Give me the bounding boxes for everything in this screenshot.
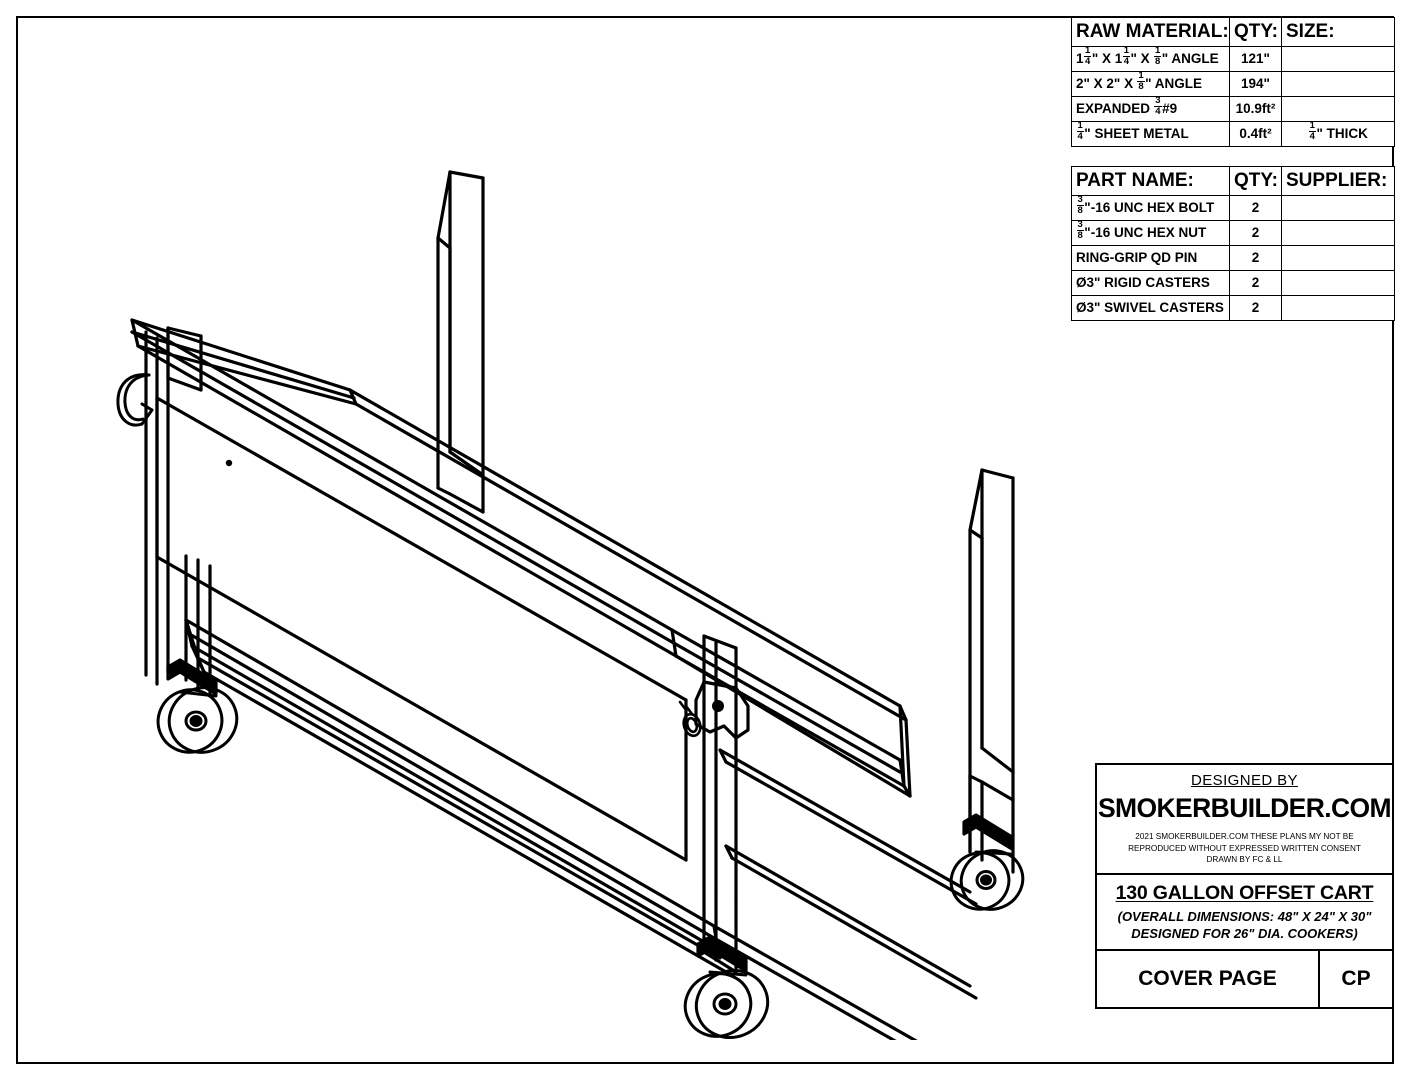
title-block: DESIGNED BY SMOKERBUILDER.COM 2021 SMOKE… [1095, 763, 1394, 1009]
col-header-qty: QTY: [1229, 17, 1282, 47]
material-qty: 10.9ft² [1229, 96, 1282, 122]
material-qty: 194" [1229, 71, 1282, 97]
material-size [1281, 71, 1395, 97]
table-header-row: RAW MATERIAL: QTY: SIZE: [1071, 17, 1395, 47]
handle-hook [116, 373, 154, 427]
col-header-size: SIZE: [1281, 17, 1395, 47]
designed-by-label: DESIGNED BY [1191, 772, 1298, 789]
left-top-tab-plate [166, 326, 203, 392]
part-qty: 2 [1229, 195, 1282, 221]
cart-drawing-svg [116, 170, 1025, 1040]
part-name: Ø3" RIGID CASTERS [1071, 270, 1230, 296]
table-header-row: PART NAME: QTY: SUPPLIER: [1071, 166, 1395, 196]
top-rail-front [130, 318, 678, 658]
col-header-part-name: PART NAME: [1071, 166, 1230, 196]
col-header-raw-material: RAW MATERIAL: [1071, 17, 1230, 47]
right-tall-upright [968, 468, 1015, 874]
table-row: Ø3" SWIVEL CASTERS 2 [1071, 295, 1395, 321]
page-name: COVER PAGE [1097, 950, 1320, 1007]
material-qty: 121" [1229, 46, 1282, 72]
cart-isometric-drawing [20, 60, 1060, 1040]
legal-notice: 2021 SMOKERBUILDER.COM THESE PLANS MY NO… [1097, 831, 1392, 873]
project-sub-line-1: (OVERALL DIMENSIONS: 48" X 24" X 30" [1117, 908, 1372, 924]
part-qty: 2 [1229, 220, 1282, 246]
caster-plate-left-rear [166, 658, 218, 696]
bottom-rail-front [184, 618, 720, 952]
brand-name: SMOKERBUILDER.COM [1097, 793, 1392, 823]
col-header-qty: QTY: [1229, 166, 1282, 196]
material-qty: 0.4ft² [1229, 121, 1282, 147]
swivel-caster-front [683, 969, 770, 1039]
material-size [1281, 46, 1395, 72]
title-block-footer-section: COVER PAGE CP [1097, 950, 1392, 1007]
project-subtitle: (OVERALL DIMENSIONS: 48" X 24" X 30" DES… [1097, 906, 1392, 949]
ring-grip-qd-pin [678, 700, 702, 738]
heat-shield-panel [155, 396, 688, 862]
table-row: Ø3" RIGID CASTERS 2 [1071, 270, 1395, 296]
part-supplier [1281, 195, 1395, 221]
title-block-project-section: 130 GALLON OFFSET CART (OVERALL DIMENSIO… [1097, 875, 1392, 951]
legal-line-2: REPRODUCED WITHOUT EXPRESSED WRITTEN CON… [1128, 843, 1361, 853]
project-title: 130 GALLON OFFSET CART [1115, 881, 1374, 904]
panel-hole-marker [225, 459, 233, 467]
caster-plate-right-rear [962, 813, 1014, 851]
legal-line-1: 2021 SMOKERBUILDER.COM THESE PLANS MY NO… [1135, 832, 1354, 841]
part-name: Ø3" SWIVEL CASTERS [1071, 295, 1230, 321]
part-supplier [1281, 270, 1395, 296]
col-header-supplier: SUPPLIER: [1281, 166, 1395, 196]
part-supplier [1281, 295, 1395, 321]
bolt-hole [712, 700, 724, 712]
deck-frame-rail-front-right [724, 844, 978, 1000]
center-tall-upright [436, 170, 485, 514]
bottom-rail-rear [196, 656, 728, 974]
bottom-rail-front-right [712, 924, 918, 1040]
part-qty: 2 [1229, 245, 1282, 271]
bottom-cross-brace-left [184, 618, 206, 674]
legal-line-3: DRAWN BY FC & LL [1206, 855, 1283, 864]
page-code: CP [1341, 966, 1371, 990]
part-name: RING-GRIP QD PIN [1071, 245, 1230, 271]
rigid-caster-left [156, 686, 239, 754]
part-qty: 2 [1229, 295, 1282, 321]
part-supplier [1281, 245, 1395, 271]
material-size [1281, 96, 1395, 122]
part-supplier [1281, 220, 1395, 246]
project-sub-line-2: DESIGNED FOR 26" DIA. COOKERS) [1131, 925, 1358, 941]
expanded-metal-deck [674, 654, 912, 798]
table-row: RING-GRIP QD PIN 2 [1071, 245, 1395, 271]
bracket-plate [694, 680, 750, 740]
deck-frame-rail-rear-right [718, 748, 978, 906]
top-rail-rear [348, 388, 912, 798]
title-block-brand-section: DESIGNED BY SMOKERBUILDER.COM 2021 SMOKE… [1097, 772, 1392, 875]
swivel-caster-right [949, 849, 1025, 911]
part-qty: 2 [1229, 270, 1282, 296]
